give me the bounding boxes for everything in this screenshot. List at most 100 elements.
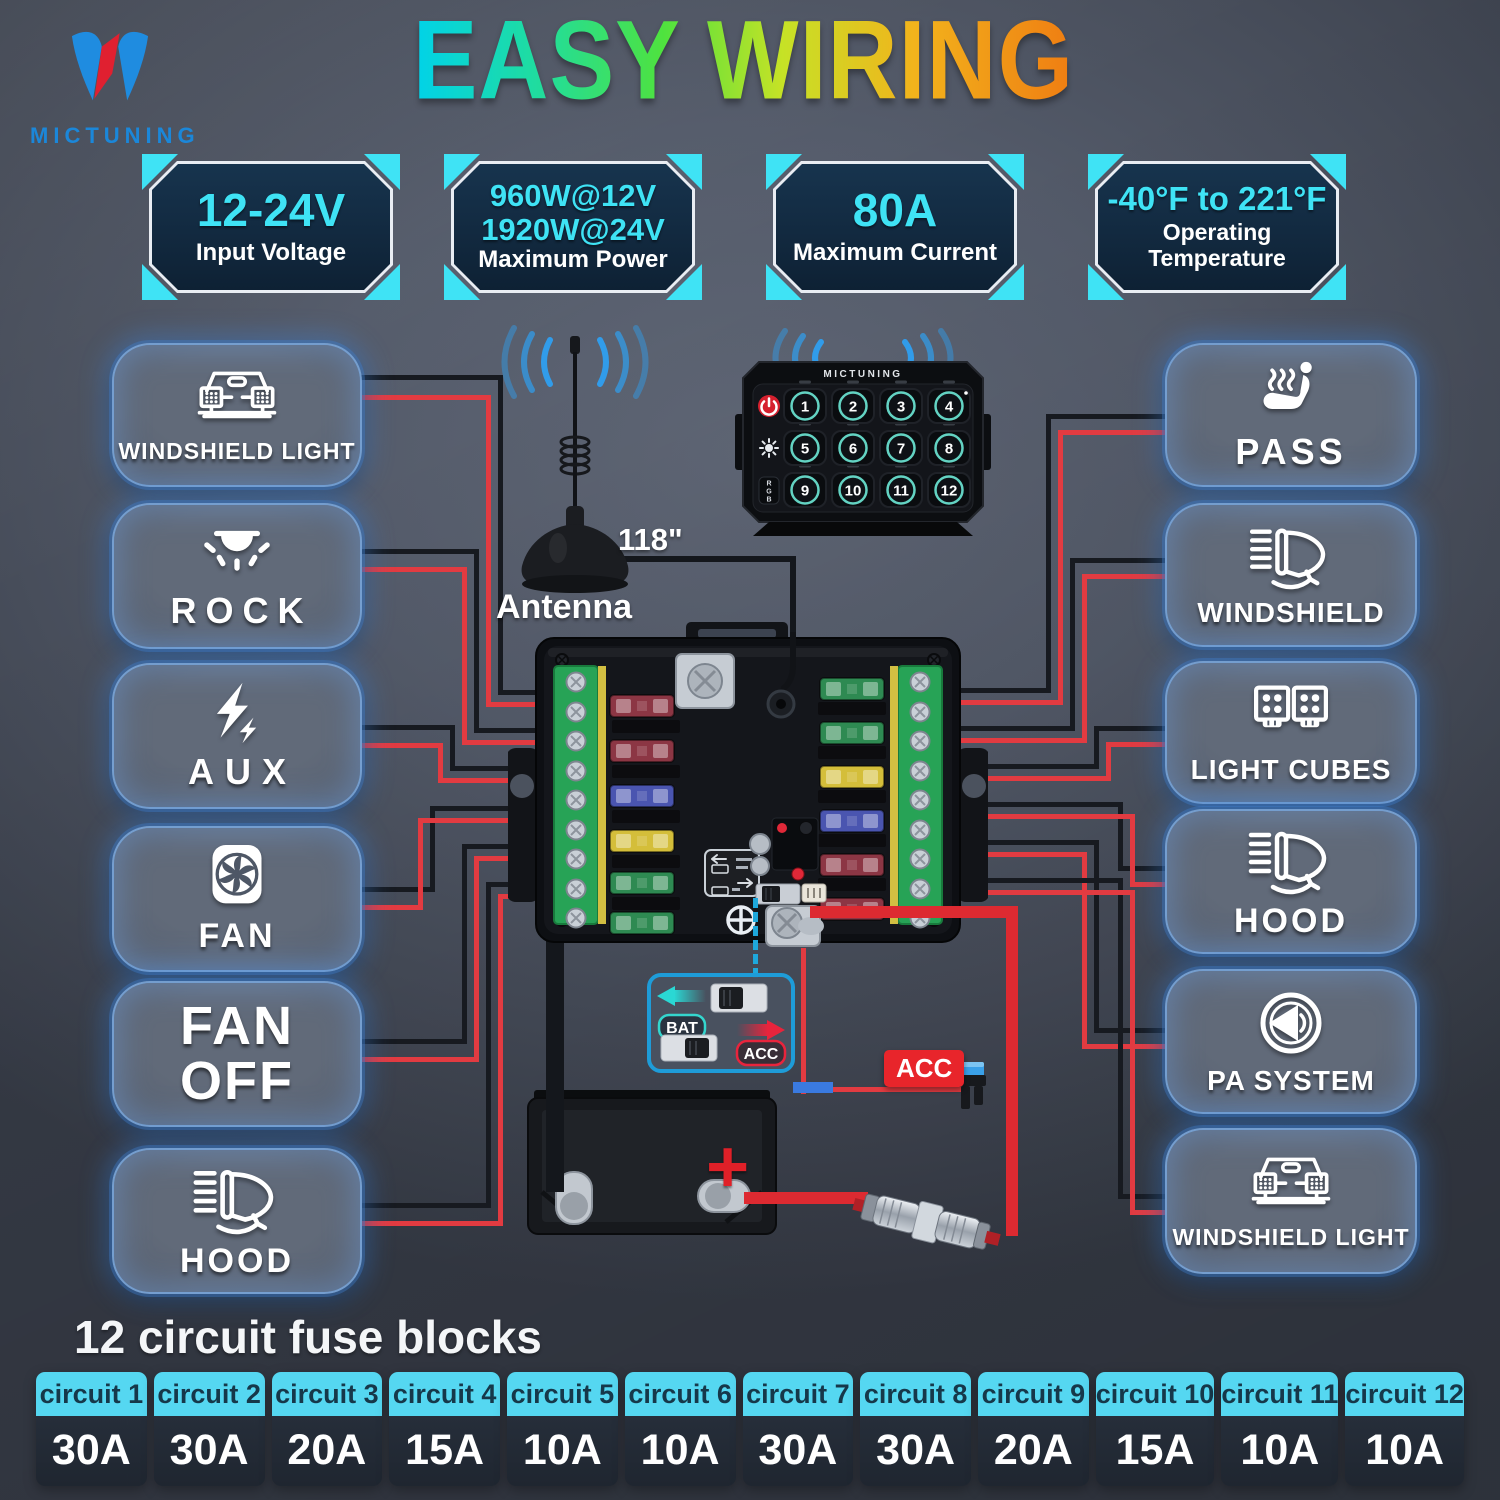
wire-segment [462, 740, 556, 745]
device-pass: PASS [1165, 343, 1417, 487]
switch-bat-position [710, 983, 768, 1013]
key-1: 1 [801, 399, 809, 416]
device-label: WINDSHIELD LIGHT [1172, 1223, 1410, 1250]
wire-segment [356, 743, 443, 748]
power-button [758, 395, 780, 417]
wire-segment [958, 852, 1087, 857]
spec-value: 1920W@24V [481, 211, 665, 247]
wire-segment [958, 814, 1135, 819]
wire-segment [356, 395, 491, 400]
cable-length-label: 118" [618, 522, 683, 557]
bat-acc-mode-inset: BAT ACC [647, 973, 795, 1073]
wire-segment [438, 743, 443, 783]
wire-segment [1070, 558, 1075, 731]
wire-segment [356, 567, 467, 572]
capacitor [750, 856, 770, 876]
wire-segment [498, 690, 556, 695]
device-rock: ROCK [112, 503, 362, 649]
wire-segment [1118, 802, 1123, 871]
device-windshield-light-left: WINDSHIELD LIGHT [112, 343, 362, 487]
battery-negative-terminal [555, 1171, 593, 1225]
panel-brand-label: MICTUNING [823, 369, 902, 380]
device-windshield-light-right: WINDSHIELD LIGHT [1165, 1128, 1417, 1274]
circuit-name: circuit 3 [271, 1372, 383, 1416]
fuse-15a [609, 784, 675, 808]
circuit-amp: 15A [1095, 1416, 1215, 1486]
device-windshield: WINDSHIELD [1165, 503, 1417, 647]
circuit-name: circuit 1 [36, 1372, 147, 1416]
relay-module [771, 817, 819, 871]
wire-segment [793, 1082, 833, 1093]
wire-segment [418, 818, 423, 910]
device-label: WINDSHIELD [1197, 597, 1385, 629]
device-label: AUX [187, 751, 297, 793]
wire-segment [356, 905, 423, 910]
device-fan: FAN [112, 826, 362, 972]
left-fuses [609, 694, 680, 935]
headlight-icon [1237, 825, 1345, 895]
circuit-amp: 15A [389, 1416, 500, 1486]
wire-segment [430, 806, 435, 892]
fuse-30a [609, 694, 675, 718]
inline-fuse-holder [852, 1193, 1001, 1250]
circuit-name: circuit 2 [153, 1372, 265, 1416]
wire-segment [438, 778, 556, 783]
key-6: 6 [849, 441, 857, 458]
device-label: HOOD [180, 1242, 294, 1281]
fuse-10a [609, 911, 675, 935]
circuit-amp: 30A [742, 1416, 854, 1486]
wire-segment [1118, 866, 1165, 871]
wire-segment [744, 1192, 868, 1204]
circuit-amp: 10A [1345, 1416, 1464, 1486]
rgb-letter: R [766, 481, 771, 488]
wire-segment [1130, 882, 1165, 887]
antenna-label: Antenna [496, 588, 632, 626]
brightness-button [759, 438, 779, 458]
bat-arrow-icon [657, 986, 675, 1006]
spec-label: Maximum Power [478, 246, 668, 274]
right-terminal-strip [890, 665, 943, 929]
key-8: 8 [945, 441, 953, 458]
fuse-table-heading: 12 circuit fuse blocks [74, 1311, 542, 1363]
fuse-30a [609, 739, 675, 763]
wire-segment [1046, 414, 1051, 693]
acc-arrow-icon [767, 1020, 785, 1040]
switch-panel-device: MICTUNING 1 2 3 4 5 6 7 8 [735, 328, 991, 536]
wire-segment [356, 1203, 491, 1208]
circuit-amp: 20A [978, 1416, 1089, 1486]
wire-segment [486, 882, 491, 1208]
key-5: 5 [801, 441, 809, 458]
key-4: 4 [945, 399, 954, 416]
wire-segment [474, 856, 479, 1062]
wire-segment [1118, 1194, 1165, 1199]
key-2: 2 [849, 399, 857, 416]
spec-badge-input-voltage: 12-24V Input Voltage [140, 152, 402, 302]
wire-segment [1106, 742, 1165, 747]
device-label: HOOD [1234, 901, 1348, 940]
light-cubes-icon [1224, 681, 1358, 747]
battery-positive-terminal [697, 1179, 751, 1213]
device-pa-system: PA SYSTEM [1165, 969, 1417, 1114]
lightning-icon [189, 681, 285, 745]
wire-segment [1082, 1044, 1165, 1049]
panel-keys: 1 2 3 4 5 6 7 8 9 10 11 12 [782, 387, 972, 509]
headlight-icon [183, 1163, 291, 1235]
fuse-10a [819, 721, 885, 745]
mictuning-logo-icon [71, 31, 149, 101]
fuse-20a [819, 765, 885, 789]
circuit-name: circuit 4 [389, 1372, 500, 1416]
fuse-10a [819, 677, 885, 701]
wire-segment [356, 1057, 479, 1062]
device-light-cubes: LIGHT CUBES [1165, 661, 1417, 804]
circuit-amp: 10A [1221, 1416, 1339, 1486]
wire-segment [801, 948, 806, 1094]
red-led [777, 823, 787, 833]
rock-light-icon [182, 522, 292, 584]
light-bar-icon [1226, 1153, 1356, 1217]
circuit-amp: 30A [153, 1416, 265, 1486]
